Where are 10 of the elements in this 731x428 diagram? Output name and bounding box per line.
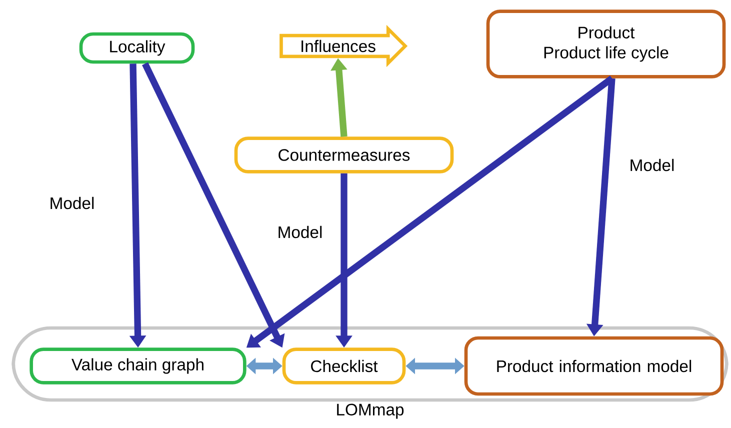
process-box: Checklist: [282, 348, 406, 384]
process-box: Product Product life cycle: [486, 10, 726, 78]
edge-label: Model: [276, 224, 324, 240]
edge-label: Model: [628, 158, 676, 172]
process-box: Value chain graph: [30, 348, 246, 384]
node-label: LOMmap: [337, 404, 404, 419]
process-box: Countermeasures: [234, 136, 454, 174]
process-box: Product information model: [464, 336, 724, 396]
process-box: Locality: [79, 32, 195, 64]
edge-label: Model: [48, 196, 96, 210]
